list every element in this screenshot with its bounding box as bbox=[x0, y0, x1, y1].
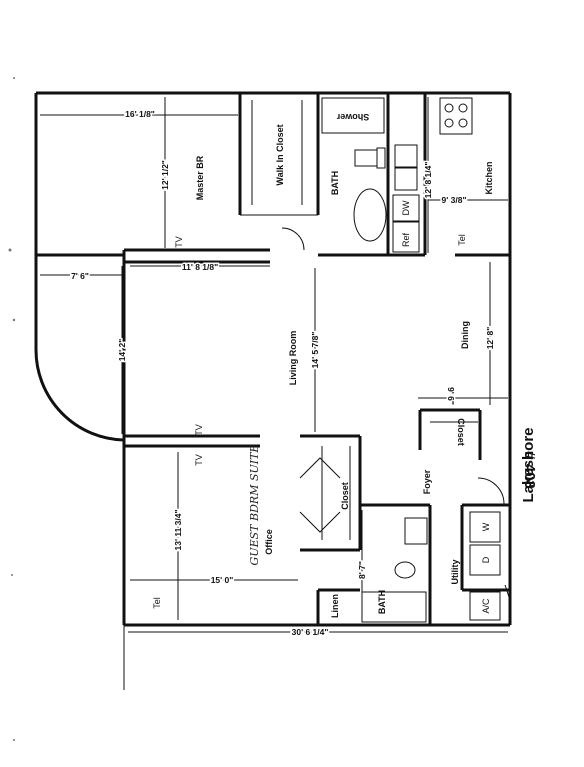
label-dishwasher: DW bbox=[401, 200, 411, 215]
toilet-icon bbox=[354, 149, 378, 167]
scan-specks bbox=[8, 77, 16, 741]
room-shower: Shower bbox=[336, 112, 369, 122]
room-walk-in-closet: Walk In Closet bbox=[275, 124, 285, 185]
sink-icon bbox=[394, 144, 418, 168]
closet-door-icon bbox=[299, 457, 341, 479]
dryer-icon bbox=[469, 544, 501, 576]
label-tv-master: TV bbox=[174, 236, 184, 248]
toilet-2-icon bbox=[394, 561, 416, 579]
room-living-room: Living Room bbox=[288, 331, 298, 386]
dim-overall: 30' 6 1/4" bbox=[292, 627, 329, 637]
room-office: Office bbox=[264, 529, 274, 555]
dim-master-width: 16' 1/8" bbox=[125, 109, 155, 119]
room-closet-living: Closet bbox=[340, 482, 350, 510]
dim-dining-depth: 9' 6" bbox=[446, 387, 456, 405]
ac-unit-icon bbox=[469, 591, 501, 621]
room-bath-2: BATH bbox=[377, 590, 387, 614]
dishwasher-icon bbox=[392, 194, 420, 222]
room-utility: Utility bbox=[450, 559, 460, 584]
dim-hall-width: 7' 6" bbox=[71, 271, 89, 281]
room-dining: Dining bbox=[460, 321, 470, 349]
label-washer: W bbox=[481, 522, 491, 531]
dimension-lines bbox=[40, 97, 508, 633]
building-name: Lakeshore bbox=[520, 427, 537, 502]
label-refrigerator: Ref bbox=[401, 233, 411, 248]
dim-middle-span: 14' 2" bbox=[117, 339, 127, 362]
dim-office-width: 15' 0" bbox=[211, 575, 234, 585]
room-master-br: Master BR bbox=[195, 155, 205, 200]
dim-master-depth: 12' 1/2" bbox=[160, 160, 170, 190]
label-tel-office: Tel bbox=[152, 597, 162, 609]
refrigerator-icon bbox=[392, 221, 420, 253]
dim-master-lower: 11' 8 1/8" bbox=[182, 262, 218, 272]
label-tel-kitchen: Tel bbox=[457, 234, 467, 246]
bath-sink-icon bbox=[404, 517, 428, 545]
label-dryer: D bbox=[481, 556, 491, 563]
door-swing-icon bbox=[504, 584, 511, 601]
room-linen: Linen bbox=[330, 594, 340, 618]
label-tv-living: TV bbox=[194, 424, 204, 436]
label-tv-office: TV bbox=[194, 454, 204, 466]
washer-icon bbox=[469, 511, 501, 543]
room-foyer: Foyer bbox=[422, 469, 432, 494]
room-bath-1: BATH bbox=[330, 171, 340, 195]
door-swing-icon bbox=[477, 477, 505, 505]
dim-office-depth: 13' 11 3/4" bbox=[173, 509, 183, 550]
interior-walls bbox=[122, 93, 510, 625]
handwritten-guest-suite: GUEST BDRM SUITE bbox=[248, 445, 261, 566]
door-swing-icon bbox=[281, 227, 305, 251]
fixtures bbox=[281, 97, 511, 621]
dim-kitchen-depth: 12' 8 1/4" bbox=[423, 162, 433, 199]
label-ac: A/C bbox=[481, 598, 491, 614]
room-closet-dining: Closet bbox=[456, 418, 466, 446]
room-kitchen: Kitchen bbox=[484, 161, 494, 194]
dim-kitchen-width: 9' 3/8" bbox=[442, 195, 467, 205]
stove-icon bbox=[439, 97, 473, 135]
closet-door-icon bbox=[299, 511, 341, 533]
dim-living-room: 14' 5 7/8" bbox=[310, 332, 320, 369]
dim-dining-width: 12' 8" bbox=[485, 327, 495, 350]
bathtub-icon bbox=[353, 188, 387, 242]
exterior-walls bbox=[34, 91, 512, 690]
dim-bath-2: 8' 7" bbox=[357, 561, 367, 579]
building-unit: # 403 bbox=[521, 451, 538, 489]
